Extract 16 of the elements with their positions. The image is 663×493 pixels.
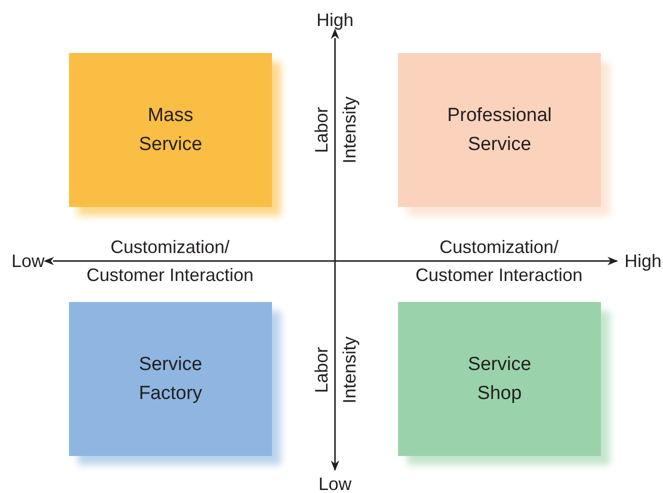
axis-end-label: High — [316, 9, 354, 32]
quadrant-box — [69, 302, 272, 456]
quadrant-box — [398, 302, 601, 456]
quadrant-box — [69, 53, 272, 207]
quadrant-box — [398, 53, 601, 207]
axis-end-label: High — [624, 250, 662, 273]
quadrant-title: Professional Service — [447, 104, 552, 157]
axis-title: Customization/ Customer Interaction — [85, 236, 255, 287]
axis-title: Labor Intensity — [310, 96, 360, 164]
quadrant-title: Service Factory — [138, 353, 202, 406]
axis-title: Labor Intensity — [310, 336, 360, 404]
axis-end-label: Low — [12, 250, 45, 273]
quadrant-title: Mass Service — [138, 104, 202, 157]
axis-end-label: Low — [318, 473, 352, 493]
axis-title: Customization/ Customer Interaction — [414, 236, 584, 287]
quadrant-title: Service Shop — [468, 353, 532, 406]
